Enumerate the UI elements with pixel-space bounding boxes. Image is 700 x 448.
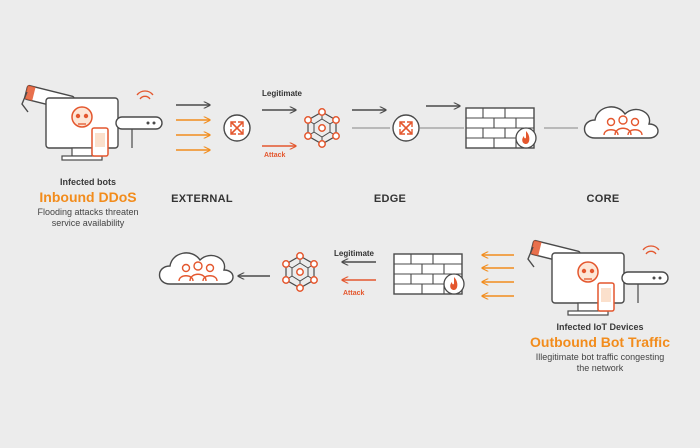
outbound-split-arrows xyxy=(342,262,376,280)
attack-label-bottom: Attack xyxy=(343,290,365,297)
core-cloud-users-icon xyxy=(583,106,659,139)
inbound-description: Flooding attacks threaten service availa… xyxy=(37,207,139,228)
outbound-arrows xyxy=(482,255,514,296)
outbound-hexagon-network-icon xyxy=(282,252,318,292)
outbound-cloud-users-icon xyxy=(158,252,234,285)
external-router-icon xyxy=(223,114,251,142)
legitimate-label-top: Legitimate xyxy=(262,89,303,98)
inbound-source-label: Infected bots xyxy=(59,177,117,187)
hexagon-network-icon xyxy=(304,108,340,148)
legitimate-label-bottom: Legitimate xyxy=(334,249,375,258)
outbound-title: Outbound Bot Traffic xyxy=(530,334,670,350)
edge-split-arrows xyxy=(262,110,296,146)
infected-bots-icon xyxy=(21,84,163,161)
zone-external-label: EXTERNAL xyxy=(171,193,233,205)
zone-core-label: CORE xyxy=(586,193,620,205)
inbound-title: Inbound DDoS xyxy=(39,189,137,205)
infected-iot-devices-icon xyxy=(527,239,669,316)
outbound-source-label: Infected IoT Devices xyxy=(556,322,644,332)
zone-edge-label: EDGE xyxy=(373,193,407,205)
outbound-description: Illegitimate bot traffic congesting the … xyxy=(535,352,665,373)
edge-firewall-icon xyxy=(465,107,537,149)
edge-router-icon xyxy=(392,114,420,142)
outbound-firewall-icon xyxy=(393,253,465,295)
external-inbound-arrows xyxy=(176,105,210,150)
attack-label-top: Attack xyxy=(264,152,286,159)
